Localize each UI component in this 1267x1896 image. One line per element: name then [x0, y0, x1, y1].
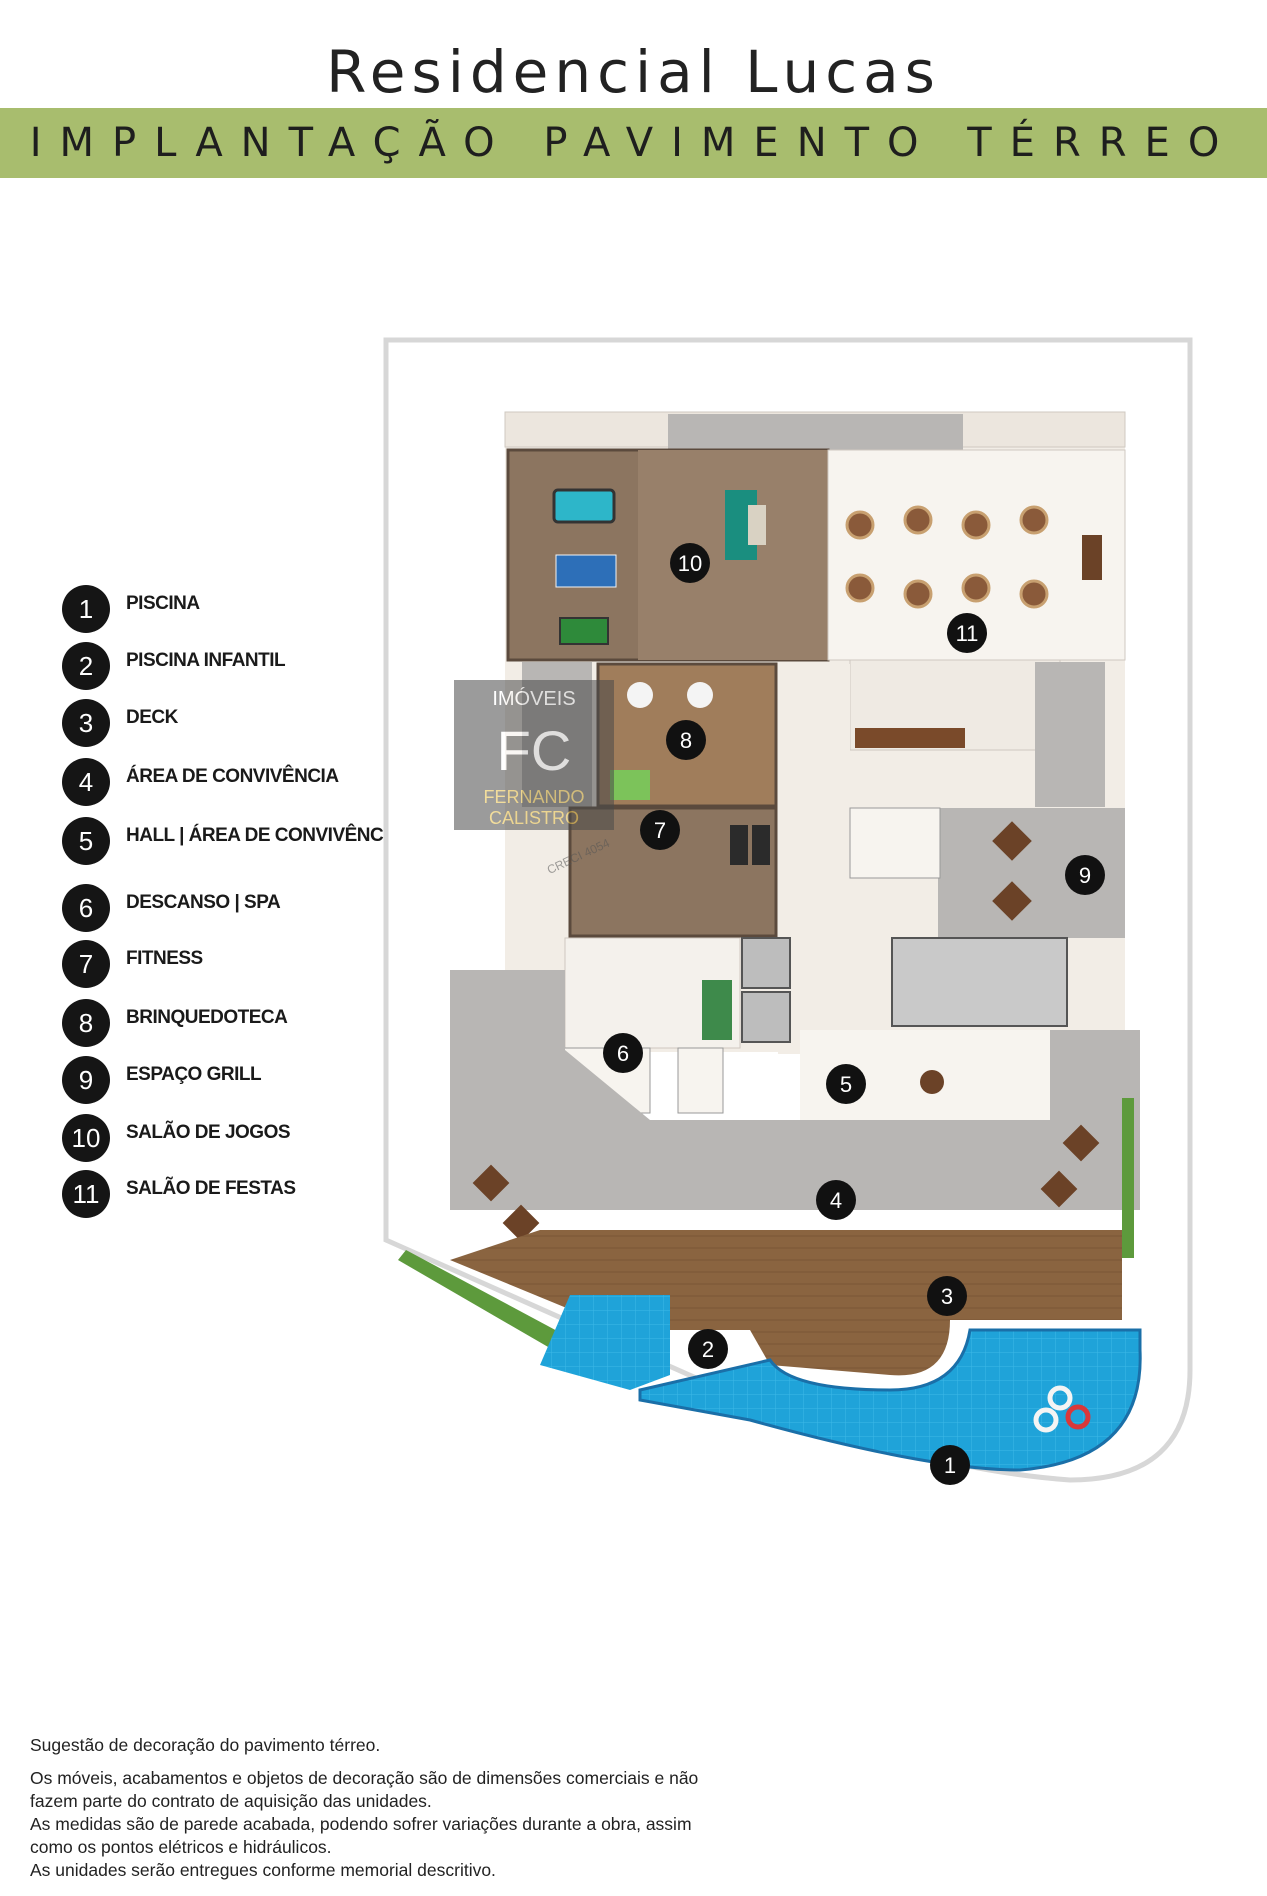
kids-table-icon: [627, 682, 653, 708]
plan-marker-label: 11: [956, 621, 979, 646]
pool-table-icon: [552, 488, 616, 524]
legend-item: 9 ESPAÇO GRILL: [60, 1056, 440, 1106]
ping-pong-table-icon: [555, 554, 617, 588]
legend-item: 7 FITNESS: [60, 940, 440, 990]
footer-line: Os móveis, acabamentos e objetos de deco…: [30, 1768, 699, 1788]
spa-restroom: [677, 1047, 724, 1114]
legend-label: HALL | ÁREA DE CONVIVÊNCIA: [126, 825, 402, 846]
plan-marker-label: 9: [1079, 863, 1091, 888]
legend-item: 3 DECK: [60, 699, 440, 749]
foosball-table-icon: [559, 617, 609, 645]
plan-marker: 8: [666, 720, 706, 760]
plan-marker-label: 2: [702, 1337, 714, 1362]
legend-item: 5 HALL | ÁREA DE CONVIVÊNCIA: [60, 817, 440, 867]
legend-label: PISCINA: [126, 593, 200, 614]
kitchen-counter: [855, 728, 965, 748]
footer-line: como os pontos elétricos e hidráulicos.: [30, 1837, 332, 1857]
legend-number-badge: 2: [62, 642, 110, 690]
footer-note: Sugestão de decoração do pavimento térre…: [30, 1735, 381, 1755]
plan-marker-label: 4: [830, 1188, 842, 1213]
plan-marker: 2: [688, 1329, 728, 1369]
legend-number-badge: 10: [62, 1114, 110, 1162]
plan-marker: 7: [640, 810, 680, 850]
treadmill-icon: [730, 825, 748, 865]
plan-marker-label: 5: [840, 1072, 852, 1097]
hall-chair-icon: [920, 1070, 944, 1094]
pool-float-icon: [1033, 1385, 1091, 1433]
plan-marker: 11: [947, 613, 987, 653]
watermark-line2: FC: [497, 719, 572, 782]
legend-label: DESCANSO | SPA: [126, 892, 281, 913]
restrooms: [849, 807, 941, 879]
elevator: [741, 991, 791, 1043]
kids-pool: [540, 1295, 670, 1390]
legend-label: BRINQUEDOTECA: [126, 1007, 288, 1028]
plan-marker-label: 6: [617, 1041, 629, 1066]
legend-number-badge: 11: [62, 1170, 110, 1218]
legend-number-badge: 4: [62, 758, 110, 806]
plan-marker: 9: [1065, 855, 1105, 895]
coffee-table-icon: [748, 505, 766, 545]
party-tables: [845, 505, 1049, 609]
plan-marker-label: 8: [680, 728, 692, 753]
legend-number-badge: 8: [62, 999, 110, 1047]
legend-item: 10 SALÃO DE JOGOS: [60, 1114, 440, 1164]
legend-label: ESPAÇO GRILL: [126, 1064, 262, 1085]
footer-line: As medidas são de parede acabada, podend…: [30, 1814, 692, 1834]
page-title: Residencial Lucas: [326, 38, 941, 106]
footer-line: As unidades serão entregues conforme mem…: [30, 1860, 496, 1880]
outdoor-tables: [472, 1124, 1100, 1242]
site-plan: IMÓVEIS FC FERNANDO CALISTRO CRECI 4054 …: [383, 337, 1193, 1485]
watermark-line3: FERNANDO: [483, 787, 584, 807]
legend-number-badge: 9: [62, 1056, 110, 1104]
legend-item: 8 BRINQUEDOTECA: [60, 999, 440, 1049]
legend-item: 6 DESCANSO | SPA: [60, 884, 440, 934]
plan-marker: 10: [670, 543, 710, 583]
footer-notes: Sugestão de decoração do pavimento térre…: [30, 1734, 750, 1882]
deck: [450, 1230, 1122, 1376]
legend-item: 4 ÁREA DE CONVIVÊNCIA: [60, 758, 440, 808]
legend-label: SALÃO DE JOGOS: [126, 1122, 291, 1143]
grill-tables: [992, 821, 1032, 921]
legend-label: FITNESS: [126, 948, 203, 969]
plan-marker-label: 1: [944, 1453, 956, 1478]
legend-label: ÁREA DE CONVIVÊNCIA: [126, 766, 339, 787]
right-paving: [1035, 662, 1105, 807]
plan-marker-label: 3: [941, 1284, 953, 1309]
spa-bench: [702, 980, 732, 1040]
buffet-counter: [1082, 535, 1102, 580]
area-convivencia: [450, 970, 1140, 1210]
legend-item: 11 SALÃO DE FESTAS: [60, 1170, 440, 1220]
grass-strip: [1122, 1098, 1134, 1258]
legend-label: SALÃO DE FESTAS: [126, 1178, 296, 1199]
watermark-line1: IMÓVEIS: [492, 687, 575, 710]
plan-marker-label: 7: [654, 818, 666, 843]
plan-marker: 1: [930, 1445, 970, 1485]
legend-number-badge: 5: [62, 817, 110, 865]
plan-marker: 3: [927, 1276, 967, 1316]
plan-marker: 5: [826, 1064, 866, 1104]
watermark-line4: CALISTRO: [489, 808, 579, 828]
elevator: [741, 937, 791, 989]
subtitle-band: IMPLANTAÇÃO PAVIMENTO TÉRREO: [0, 108, 1267, 178]
legend-number-badge: 7: [62, 940, 110, 988]
legend-label: DECK: [126, 707, 178, 728]
legend-label: PISCINA INFANTIL: [126, 650, 286, 671]
legend-item: 1 PISCINA: [60, 585, 440, 635]
kids-table-icon: [687, 682, 713, 708]
legend-number-badge: 3: [62, 699, 110, 747]
plan-marker: 6: [603, 1033, 643, 1073]
plan-marker: 4: [816, 1180, 856, 1220]
legend-number-badge: 1: [62, 585, 110, 633]
treadmill-icon: [752, 825, 770, 865]
stairs: [891, 937, 1068, 1027]
plan-marker-label: 10: [678, 551, 702, 576]
legend-number-badge: 6: [62, 884, 110, 932]
main-pool: [638, 1328, 1142, 1472]
footer-line: fazem parte do contrato de aquisição das…: [30, 1791, 432, 1811]
play-mat-icon: [610, 770, 650, 800]
legend-item: 2 PISCINA INFANTIL: [60, 642, 440, 692]
page-subtitle: IMPLANTAÇÃO PAVIMENTO TÉRREO: [29, 120, 1238, 166]
